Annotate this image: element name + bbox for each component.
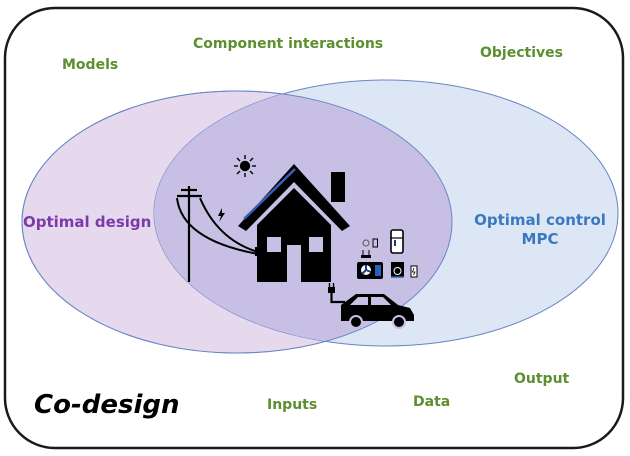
sun-icon: [234, 155, 256, 177]
car-icon: [341, 294, 414, 329]
left-set-label: Optimal design: [23, 213, 152, 231]
power-pole-icon: [176, 186, 259, 282]
washing-machine-icon: [391, 262, 404, 278]
fridge-icon: [390, 229, 404, 254]
solar-panel-icon: [243, 168, 296, 220]
heat-pump-icon: [357, 262, 383, 279]
right-set-label-line2: MPC: [521, 230, 559, 248]
label-component-interactions: Component interactions: [193, 36, 384, 52]
label-models: Models: [62, 57, 119, 73]
label-objectives: Objectives: [480, 45, 563, 61]
ev-plug-icon: [328, 283, 345, 304]
lightning-icon: [218, 208, 225, 222]
chimney: [331, 172, 345, 202]
wifi-router-icon: [361, 250, 371, 258]
diagram-title: Co-design: [34, 390, 180, 420]
phone-icon: [372, 238, 378, 248]
light-bulb-icon: [362, 239, 370, 247]
house-icon: [238, 164, 350, 282]
battery-icon: [410, 265, 418, 278]
right-set-label-line1: Optimal control: [474, 211, 606, 229]
right-set-label: Optimal control MPC: [468, 211, 612, 249]
label-output: Output: [514, 371, 570, 387]
label-data: Data: [413, 394, 451, 410]
label-inputs: Inputs: [267, 397, 318, 413]
left-set-outline: [21, 90, 453, 354]
